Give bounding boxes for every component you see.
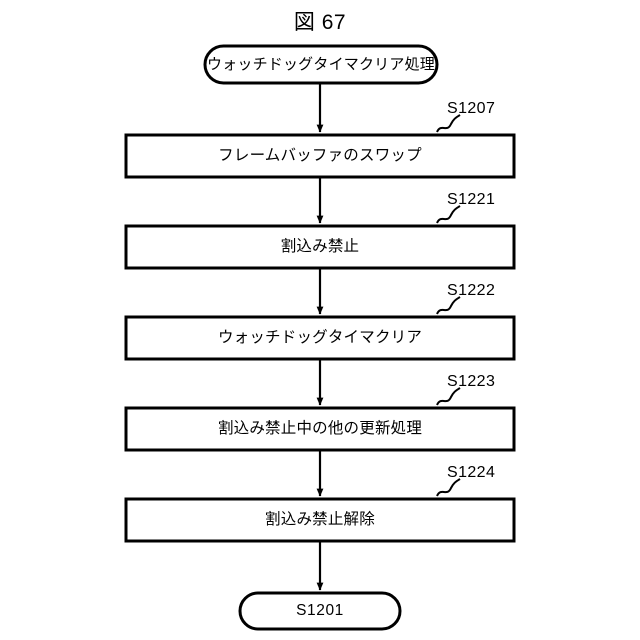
process-box-1-label: フレームバッファのスワップ: [218, 147, 422, 165]
leader-line-1: [436, 114, 461, 133]
figure-title: 図 67: [293, 11, 347, 34]
leader-line-2: [436, 205, 461, 224]
process-box-2-shape: [124, 224, 516, 270]
leader-line-3: [436, 296, 461, 315]
process-box-1-shape: [124, 133, 516, 179]
leader-line-5: [436, 478, 461, 497]
end-node-shape: [238, 591, 402, 631]
process-box-2-label: 割込み禁止: [280, 238, 360, 256]
process-box-3-label: ウォッチドッグタイマクリア: [217, 329, 423, 347]
step-tag-s1207: S1207: [447, 100, 496, 117]
end-node-label: S1201: [296, 602, 344, 620]
leader-line-4: [436, 387, 461, 406]
step-tag-s1222: S1222: [447, 282, 496, 299]
step-tag-s1223: S1223: [447, 373, 496, 390]
step-tag-s1221: S1221: [447, 191, 496, 208]
process-box-5-label: 割込み禁止解除: [265, 511, 375, 529]
process-box-4-label: 割込み禁止中の他の更新処理: [217, 420, 423, 438]
start-node-label: ウォッチドッグタイマクリア処理: [206, 56, 435, 73]
step-tag-s1224: S1224: [447, 464, 496, 481]
